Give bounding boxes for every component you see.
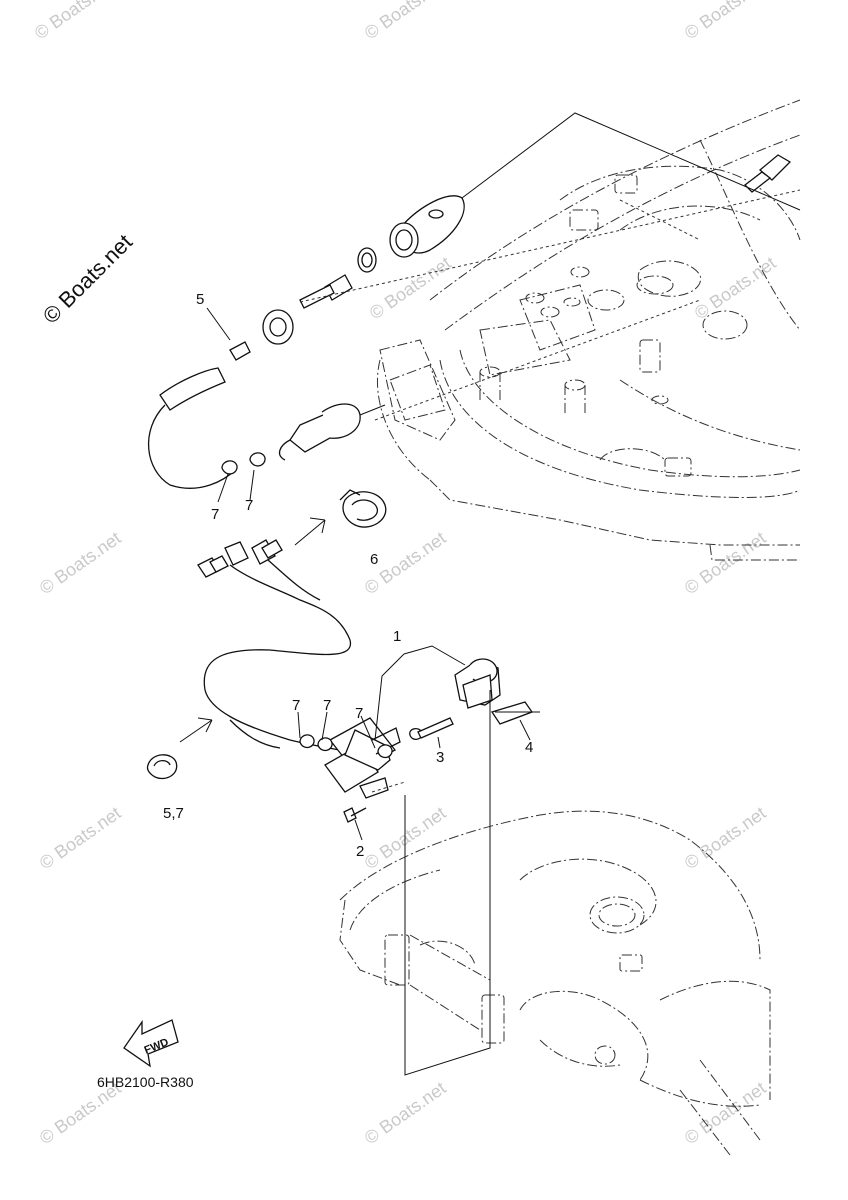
leader-1-down: [374, 653, 405, 741]
callout-5-7: 5,7: [163, 805, 184, 822]
lower-bracket: [339, 810, 771, 1156]
leader-sensor: [461, 112, 801, 211]
watermark: © Boats.net: [681, 803, 770, 873]
callouts: 1 2 3 4 5 6 7 7 7 7 7 5,7: [163, 291, 533, 860]
watermark: © Boats.net: [361, 0, 450, 43]
alignment-lines: [299, 189, 801, 421]
clamp-57: [146, 717, 213, 780]
watermark: © Boats.net: [681, 1078, 770, 1148]
callout-3: 3: [436, 749, 444, 766]
watermark: © Boats.net: [31, 0, 120, 43]
watermark: © Boats.net: [361, 1078, 450, 1148]
arrow-6: [294, 517, 326, 546]
watermark: © Boats.net: [681, 0, 770, 43]
leader-plug: [359, 404, 386, 416]
mounting-lines: [404, 690, 491, 1076]
hose-loop: [147, 341, 266, 489]
callout-4: 4: [525, 739, 533, 756]
callout-7: 7: [323, 697, 331, 714]
callout-7: 7: [245, 497, 253, 514]
watermark: © Boats.net: [36, 803, 125, 873]
leader-1: [403, 645, 466, 666]
watermark: © Boats.net: [366, 253, 455, 323]
callout-7: 7: [355, 705, 363, 722]
wire-harness: [197, 539, 352, 753]
brand-stamp: © Boats.net: [38, 229, 137, 328]
sensor-assembly: [262, 154, 792, 461]
diagram-code: 6HB2100-R380: [97, 1074, 194, 1090]
arrow-57: [179, 717, 213, 743]
callout-7: 7: [292, 697, 300, 714]
watermark: © Boats.net: [36, 528, 125, 598]
bracket-assembly: [374, 645, 540, 741]
upper-housing: [376, 99, 801, 561]
callout-1: 1: [393, 628, 401, 645]
fwd-arrow: FWD: [123, 1019, 179, 1068]
callout-7: 7: [211, 506, 219, 523]
callout-2: 2: [356, 843, 364, 860]
watermark: © Boats.net: [681, 528, 770, 598]
sensor-body: [299, 717, 401, 823]
callout-6: 6: [370, 551, 378, 568]
clamp-6: [294, 489, 387, 546]
callout-5: 5: [196, 291, 204, 308]
callout-leaders: [206, 307, 531, 841]
